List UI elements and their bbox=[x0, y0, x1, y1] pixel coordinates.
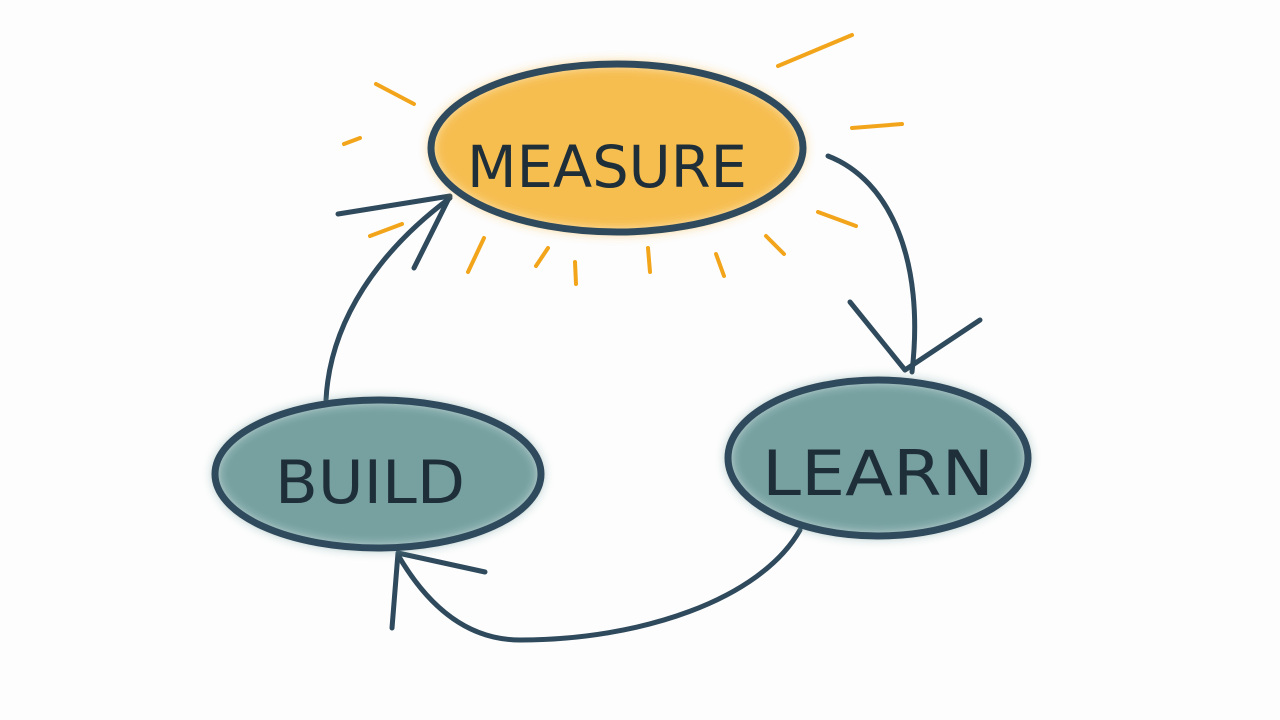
learn-label: LEARN bbox=[762, 437, 994, 510]
build-node: BUILD bbox=[211, 396, 545, 552]
build-label: BUILD bbox=[275, 448, 465, 518]
measure-rays bbox=[342, 33, 904, 286]
arrow-learn-to-build bbox=[395, 527, 803, 643]
measure-label: MEASURE bbox=[467, 133, 747, 201]
cycle-arrows bbox=[323, 153, 983, 643]
arrow-measure-to-learn bbox=[825, 153, 918, 375]
measure-node: MEASURE bbox=[427, 60, 807, 236]
arrow-build-to-measure bbox=[323, 195, 453, 403]
learn-node: LEARN bbox=[724, 376, 1032, 540]
